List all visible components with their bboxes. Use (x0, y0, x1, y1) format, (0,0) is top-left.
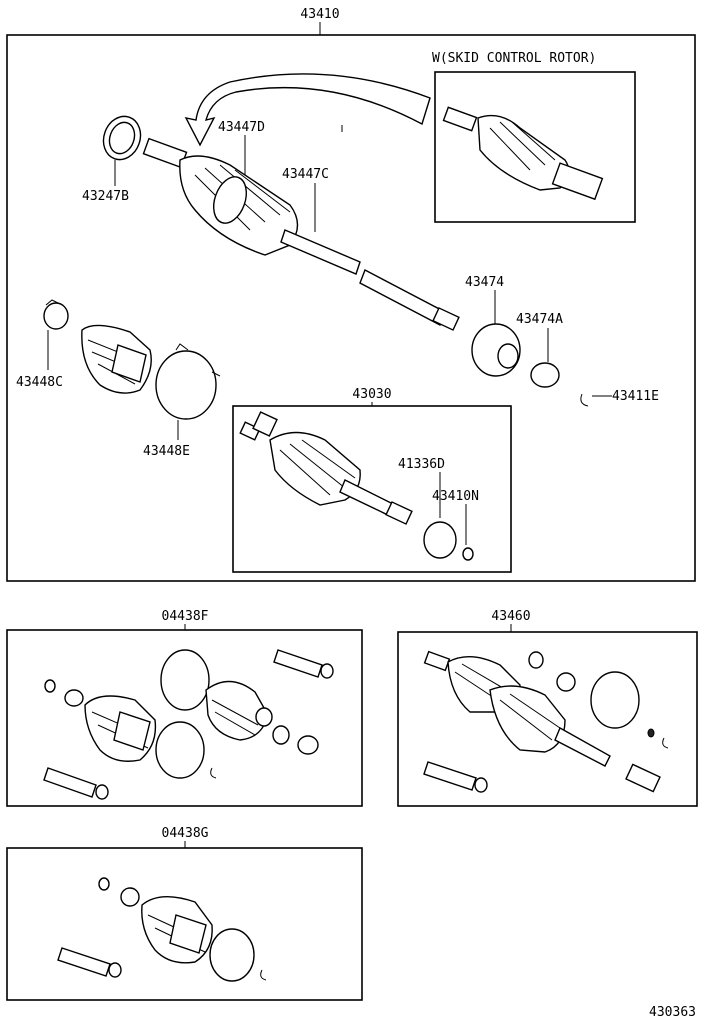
label-43411E: 43411E (612, 389, 659, 404)
box-43030 (232, 405, 512, 573)
label-skid-control: W(SKID CONTROL ROTOR) (432, 51, 596, 66)
inner-boot (81, 324, 152, 394)
kit-04438F-parts (43, 649, 334, 800)
kit-04438G-parts (57, 877, 267, 982)
part-43448E (155, 343, 221, 420)
label-43448E: 43448E (143, 444, 190, 459)
label-43447C: 43447C (282, 167, 329, 182)
label-43410: 43410 (300, 7, 339, 22)
part-43474 (471, 323, 521, 377)
label-43030: 43030 (352, 387, 391, 402)
part-43410N (462, 547, 474, 561)
box-43460 (397, 631, 698, 807)
label-43247B: 43247B (82, 189, 129, 204)
label-43460: 43460 (491, 609, 530, 624)
box-04438G (6, 847, 363, 1001)
figure-number: 430363 (649, 1005, 696, 1020)
part-43474A (530, 362, 560, 388)
label-43474A: 43474A (516, 312, 563, 327)
main-drive-shaft (142, 137, 460, 331)
skid-rotor-shaft-drawing (442, 106, 604, 201)
box-43410 (6, 34, 696, 582)
label-43410N: 43410N (432, 489, 479, 504)
part-43247B (102, 115, 142, 161)
label-04438G: 04438G (162, 826, 209, 841)
part-43448C (43, 299, 69, 330)
box-skid-control (434, 71, 636, 223)
label-04438F: 04438F (162, 609, 209, 624)
label-43474: 43474 (465, 275, 504, 290)
part-43411E (580, 393, 589, 407)
label-41336D: 41336D (398, 457, 445, 472)
part-43460-assembly (423, 650, 669, 793)
label-43447D: 43447D (218, 120, 265, 135)
box-04438F (6, 629, 363, 807)
direction-arrow (184, 73, 431, 147)
part-41336D (423, 521, 457, 559)
part-43030-cv-joint (239, 411, 413, 525)
label-43448C: 43448C (16, 375, 63, 390)
